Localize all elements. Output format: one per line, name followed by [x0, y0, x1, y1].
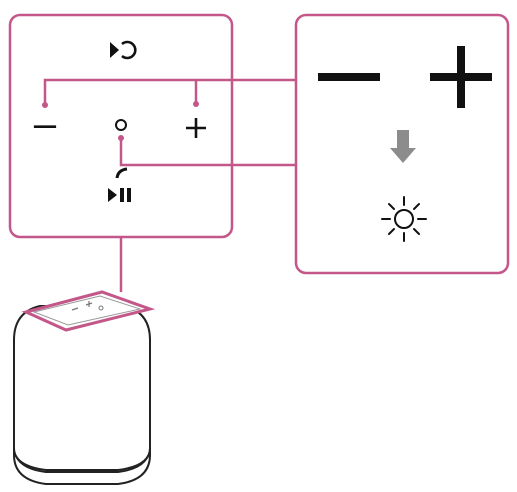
indicator-leader-dot — [118, 135, 124, 141]
down-arrow-icon — [390, 130, 416, 163]
call-play-pause-icon — [108, 167, 131, 202]
right-plus-label — [430, 46, 492, 108]
procedure-callout — [294, 13, 510, 275]
speaker-device-icon — [13, 290, 156, 485]
right-minus-label — [318, 73, 380, 81]
indicator-led-icon — [115, 119, 127, 131]
bluetooth-link-icon — [110, 40, 137, 60]
left-plus-label — [186, 118, 206, 138]
indicator-leader-line — [119, 138, 296, 167]
minus-leader-dot — [42, 102, 48, 108]
minus-plus-leader-line — [43, 78, 296, 105]
led-lit-icon — [381, 196, 427, 242]
left-minus-label: – — [34, 102, 57, 146]
plus-leader-dot — [193, 101, 199, 107]
